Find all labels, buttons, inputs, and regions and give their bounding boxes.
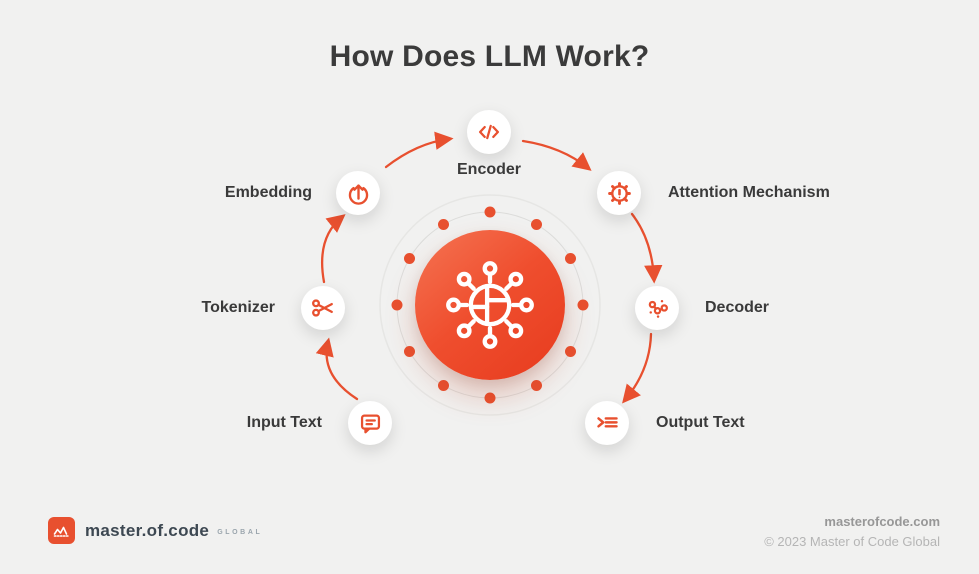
step-node-attention xyxy=(597,171,641,215)
arrow-attention-to-decoder xyxy=(630,212,663,284)
step-node-output xyxy=(585,401,629,445)
network-nodes-icon xyxy=(648,299,668,318)
label-tokenizer: Tokenizer xyxy=(201,299,276,316)
brand-suffix: GLOBAL xyxy=(217,528,263,536)
label-output-text: Output Text xyxy=(656,414,745,431)
label-embedding: Embedding xyxy=(224,184,312,201)
arrow-tokenizer-to-embedding xyxy=(320,214,346,284)
gear-alert-icon xyxy=(607,181,631,205)
arrow-decoder-to-output xyxy=(622,332,653,404)
arrow-encoder-to-attention xyxy=(521,139,592,171)
upload-arrow-icon xyxy=(348,183,368,205)
neural-network-hub-icon xyxy=(446,261,534,349)
label-attention-mechanism: Attention Mechanism xyxy=(668,184,830,201)
label-input-text: Input Text xyxy=(246,414,322,431)
footer-credits: masterofcode.com © 2023 Master of Code G… xyxy=(764,514,940,549)
label-encoder: Encoder xyxy=(456,161,522,178)
master-of-code-logo-icon xyxy=(48,517,75,544)
scissors-icon xyxy=(312,299,333,317)
step-node-input xyxy=(348,401,392,445)
page-title: How Does LLM Work? xyxy=(329,40,650,73)
code-brackets-icon xyxy=(478,124,500,140)
step-node-encoder xyxy=(467,110,511,154)
step-node-embedding xyxy=(336,171,380,215)
website-url: masterofcode.com xyxy=(824,514,940,529)
footer-brand: master.of.code GLOBAL xyxy=(48,517,262,544)
step-node-decoder xyxy=(635,286,679,330)
prompt-lines-icon xyxy=(596,416,618,428)
copyright-text: © 2023 Master of Code Global xyxy=(764,534,940,549)
chat-bubble-icon xyxy=(360,414,380,433)
brand-name: master.of.code xyxy=(85,520,210,540)
label-decoder: Decoder xyxy=(705,299,770,316)
arrow-embedding-to-encoder xyxy=(384,131,454,169)
central-llm-hub xyxy=(415,230,565,380)
step-node-tokenizer xyxy=(301,286,345,330)
arrow-input-to-tokenizer xyxy=(315,337,359,401)
